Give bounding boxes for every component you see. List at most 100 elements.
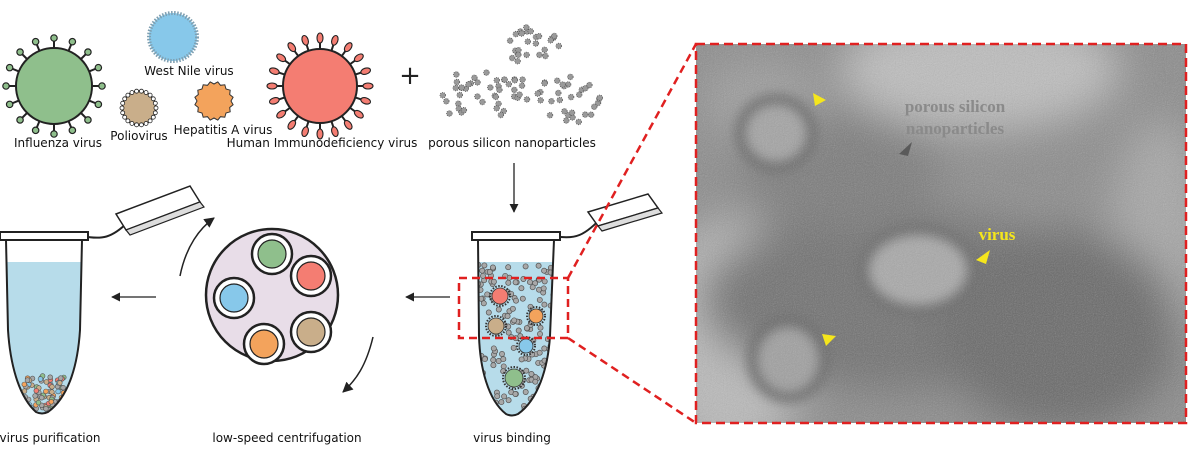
hiv-spike-knob: [316, 32, 324, 44]
bound-virus-ring: [502, 366, 526, 390]
rotor-slot-sample: [257, 239, 287, 269]
nanoparticle: [505, 264, 512, 271]
nanoparticle: [537, 331, 543, 337]
nanoparticle: [537, 324, 544, 331]
poliovirus-capsomer: [150, 96, 156, 102]
hiv-spike-knob: [268, 67, 280, 75]
pellet-particle: [49, 410, 55, 414]
influenza-spike-tip: [94, 63, 103, 72]
rotation-arrow-bottom: [342, 336, 374, 393]
nanoparticle: [492, 93, 500, 101]
west-nile-virus-label: West Nile virus: [144, 64, 233, 78]
nanoparticle: [591, 103, 598, 110]
nanoparticle: [481, 356, 488, 363]
nanoparticle: [586, 81, 593, 89]
pellet-particle: [55, 388, 61, 395]
nanoparticle: [532, 406, 539, 413]
nanoparticle: [500, 363, 507, 370]
nanoparticle: [555, 89, 562, 97]
pellet-particle: [35, 399, 42, 406]
rotor-slot-sample: [249, 329, 279, 359]
virus-pointer-arrow-1: [813, 93, 826, 106]
nanoparticle: [543, 384, 550, 391]
pellet-particle: [21, 409, 28, 414]
nanoparticle: [513, 297, 519, 304]
nanoparticle: [567, 73, 574, 81]
influenza-spike-tip: [16, 48, 24, 56]
nanoparticle-clusters: [439, 24, 603, 126]
nanoparticle: [511, 317, 518, 324]
pellet-particle: [54, 407, 60, 414]
nanoparticle: [497, 111, 505, 119]
bound-virus: [528, 308, 544, 324]
nanoparticle: [509, 305, 516, 312]
hiv-spike-knob: [301, 126, 309, 138]
nanoparticle: [546, 111, 554, 119]
nanoparticle: [453, 78, 461, 86]
hiv-spike-knob: [301, 34, 309, 46]
nanoparticle: [510, 344, 517, 351]
hepatitis-a-virus-label: Hepatitis A virus: [174, 123, 273, 137]
nanoparticle: [547, 407, 554, 414]
nanoparticle: [490, 278, 497, 285]
poliovirus-capsomer: [122, 96, 128, 102]
nanoparticle: [439, 92, 446, 99]
nanoparticle: [518, 82, 526, 89]
nanoparticle: [534, 90, 541, 97]
poliovirus-capsomer: [153, 105, 159, 111]
nanoparticle: [547, 366, 553, 372]
hiv-spike-knob: [343, 42, 353, 53]
pellet-particle: [33, 388, 39, 394]
pellet-particle: [22, 408, 28, 414]
influenza-spike-tip: [31, 37, 40, 46]
pellet-particle: [43, 388, 49, 395]
hiv-spike-knob: [276, 53, 287, 63]
nanoparticle: [487, 84, 494, 91]
bound-virus-ring: [526, 306, 546, 326]
nanoparticle: [567, 93, 575, 101]
nanoparticle: [498, 399, 505, 406]
nanoparticle: [559, 81, 566, 88]
bound-virus-ring: [485, 315, 507, 337]
pellet-particle: [24, 377, 31, 383]
poliovirus-capsomer: [143, 90, 149, 95]
hepatitis-a-virus: [194, 81, 234, 121]
nanoparticle: [500, 356, 507, 363]
nanoparticle: [536, 51, 543, 59]
nanoparticle: [479, 267, 486, 274]
nanoparticle: [465, 81, 472, 88]
nanoparticle: [480, 272, 486, 279]
hiv-spike-knob: [287, 119, 297, 130]
nanoparticle: [544, 381, 551, 387]
poliovirus-capsomer: [134, 88, 139, 94]
nanoparticle: [535, 262, 542, 269]
pellet-particle: [28, 410, 35, 414]
nanoparticle: [504, 313, 511, 320]
nanoparticle: [474, 79, 481, 86]
micrograph-frame: [694, 42, 1188, 425]
nanoparticle: [536, 349, 543, 356]
hiv-spike-knob: [360, 97, 372, 105]
nanoparticle: [536, 296, 543, 303]
micrograph-nanoparticle-label-line1: porous silicon: [905, 97, 1006, 116]
nanoparticle: [515, 327, 522, 334]
nanoparticle: [546, 391, 553, 398]
bound-virus: [487, 317, 505, 335]
nanoparticle: [547, 379, 554, 386]
nanoparticle: [575, 118, 582, 126]
hiv-spike-knob: [353, 109, 364, 119]
zoom-connector-bottom: [567, 336, 697, 425]
virus-binding-label: virus binding: [473, 431, 551, 445]
nanoparticle: [547, 37, 554, 44]
rotor-slot-sample: [219, 283, 249, 313]
nanoparticle: [508, 290, 515, 297]
hiv-spike-knob: [343, 119, 353, 130]
nanoparticle: [519, 295, 526, 302]
nanoparticle: [486, 269, 493, 275]
nanoparticle: [499, 351, 505, 357]
nanoparticle: [587, 111, 595, 118]
zoom-region-box: [457, 276, 570, 340]
nanoparticles-label: porous silicon nanoparticles: [428, 136, 596, 150]
influenza-spike-tip: [50, 34, 58, 42]
